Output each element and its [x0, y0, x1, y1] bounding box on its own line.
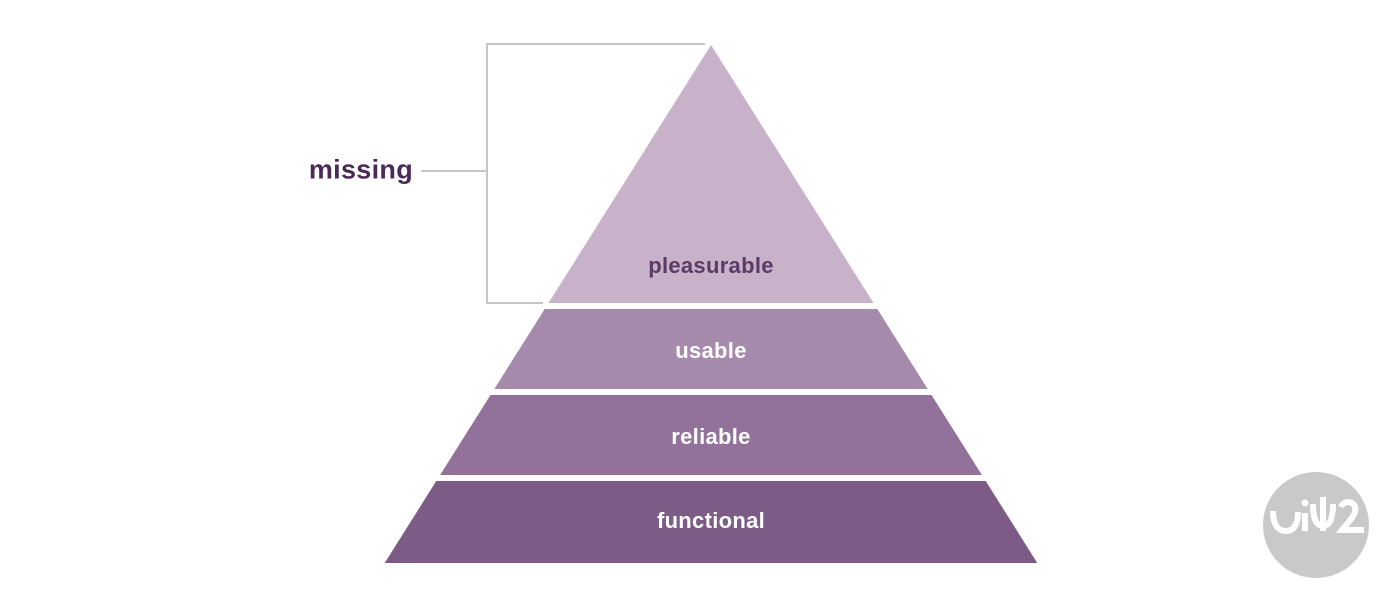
tier-label-reliable: reliable: [671, 424, 751, 449]
pyramid-tier-functional: [384, 481, 1038, 563]
pyramid-tier-usable: [494, 309, 928, 389]
bracket-line: [486, 43, 705, 304]
tier-label-usable: usable: [675, 338, 747, 363]
callout-label-missing: missing: [308, 154, 413, 185]
tier-label-functional: functional: [656, 508, 766, 533]
logo-glyph: [1270, 497, 1364, 535]
logo-glyph-dot: [1301, 499, 1309, 507]
tier-label-pleasurable: pleasurable: [648, 253, 774, 278]
pyramid-tier-reliable: [440, 395, 982, 475]
callout-bracket: [421, 43, 705, 304]
pyramid-tier-pleasurable: [548, 45, 874, 303]
logo-badge-icon: [1263, 472, 1369, 578]
